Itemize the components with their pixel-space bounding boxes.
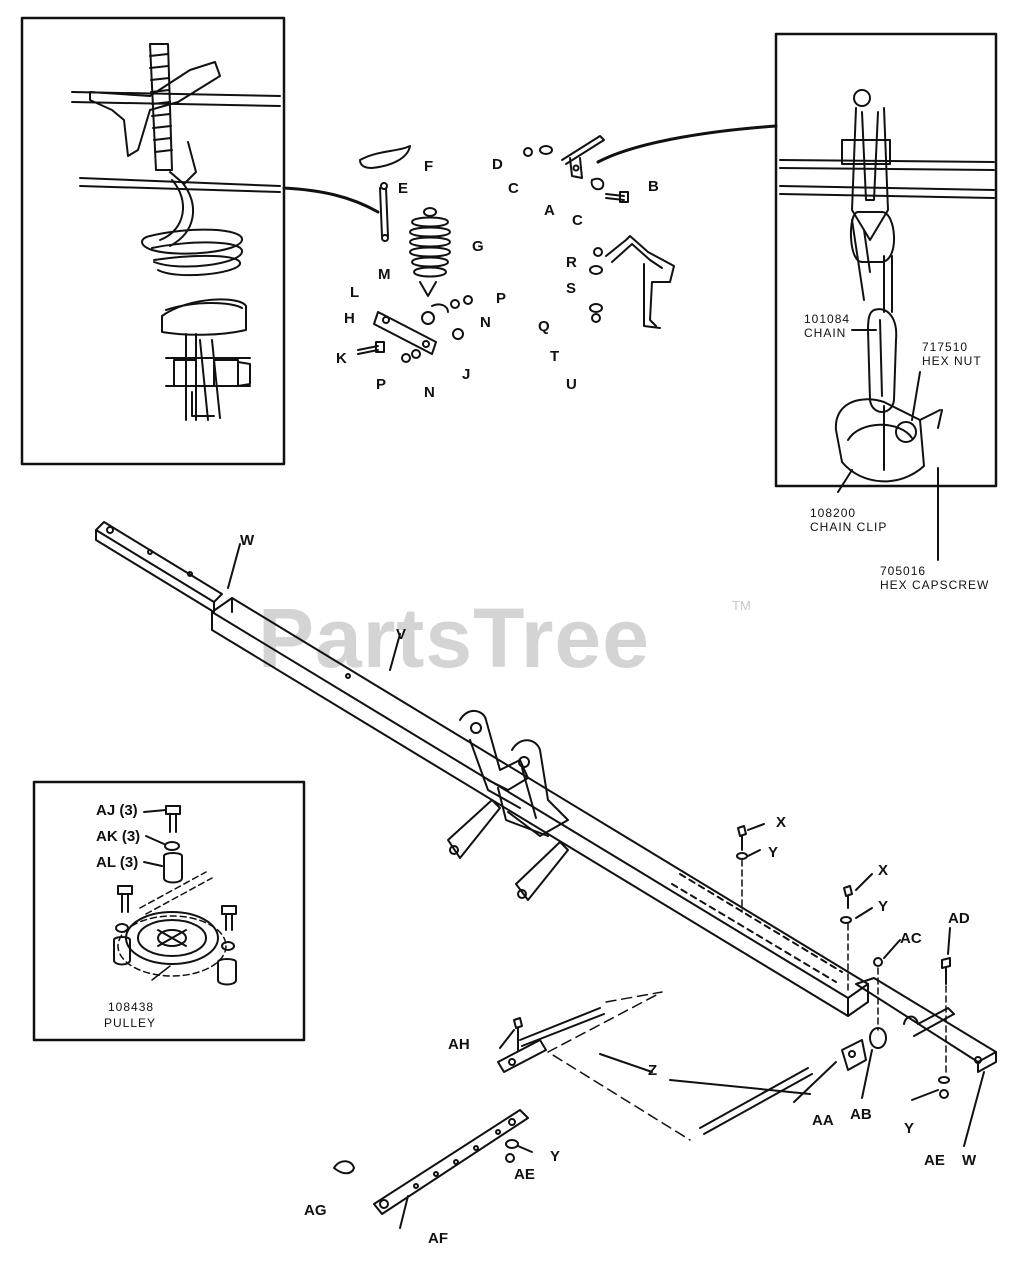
label-X-upper: X <box>776 814 787 831</box>
spring-parts-cluster <box>357 135 675 363</box>
label-Y-right: Y <box>904 1120 915 1137</box>
label-Y-middle: Y <box>878 898 889 915</box>
inset-pulley-detail <box>32 780 306 1042</box>
label-S: S <box>566 280 577 297</box>
label-AK: AK (3) <box>96 828 141 845</box>
drawbar-assembly <box>95 521 997 1229</box>
label-E: E <box>398 180 409 197</box>
label-AB: AB <box>850 1106 872 1123</box>
callout-pulley-number: 108438 <box>108 1000 155 1014</box>
label-Y-lower: Y <box>550 1148 561 1165</box>
callout-hexnut-number: 717510 <box>922 340 969 354</box>
callout-capscrew-number: 705016 <box>880 564 927 578</box>
callout-chainclip-number: 108200 <box>810 506 857 520</box>
label-K: K <box>336 350 347 367</box>
label-U: U <box>566 376 577 393</box>
label-AF: AF <box>428 1230 448 1247</box>
callout-pulley-name: PULLEY <box>104 1016 157 1030</box>
label-B: B <box>648 178 659 195</box>
label-G: G <box>472 238 484 255</box>
label-H: H <box>344 310 355 327</box>
inset-spring-detail <box>20 16 286 466</box>
label-D: D <box>492 156 503 173</box>
label-AA: AA <box>812 1112 834 1129</box>
label-Z: Z <box>648 1062 658 1079</box>
label-T: T <box>550 348 560 365</box>
label-Q: Q <box>538 318 550 335</box>
callout-hexnut-name: HEX NUT <box>922 354 982 368</box>
label-AD: AD <box>948 910 970 927</box>
label-W-left: W <box>240 532 255 549</box>
callout-chain-number: 101084 <box>804 312 851 326</box>
label-X-lower: X <box>878 862 889 879</box>
label-M: M <box>378 266 391 283</box>
label-F: F <box>424 158 434 175</box>
label-AE-right: AE <box>924 1152 945 1169</box>
label-AH: AH <box>448 1036 470 1053</box>
label-L: L <box>350 284 360 301</box>
inset-chain-detail <box>774 32 998 561</box>
label-P-lower: P <box>376 376 387 393</box>
trademark-mark: TM <box>732 598 751 613</box>
label-AJ: AJ (3) <box>96 802 138 819</box>
label-C-right: C <box>572 212 583 229</box>
label-W-right: W <box>962 1152 977 1169</box>
label-A: A <box>544 202 555 219</box>
label-AG: AG <box>304 1202 327 1219</box>
label-V: V <box>396 626 407 643</box>
label-P-upper: P <box>496 290 507 307</box>
label-R: R <box>566 254 577 271</box>
label-AE-lower: AE <box>514 1166 535 1183</box>
label-Y-upper: Y <box>768 844 779 861</box>
callout-capscrew-name: HEX CAPSCREW <box>880 578 990 592</box>
callout-chain-name: CHAIN <box>804 326 847 340</box>
label-J: J <box>462 366 471 383</box>
label-C-left: C <box>508 180 519 197</box>
label-AL: AL (3) <box>96 854 139 871</box>
label-AC: AC <box>900 930 922 947</box>
watermark: PartsTree <box>258 591 650 685</box>
label-N-lower: N <box>424 384 435 401</box>
callout-chainclip-name: CHAIN CLIP <box>810 520 888 534</box>
label-N-upper: N <box>480 314 491 331</box>
